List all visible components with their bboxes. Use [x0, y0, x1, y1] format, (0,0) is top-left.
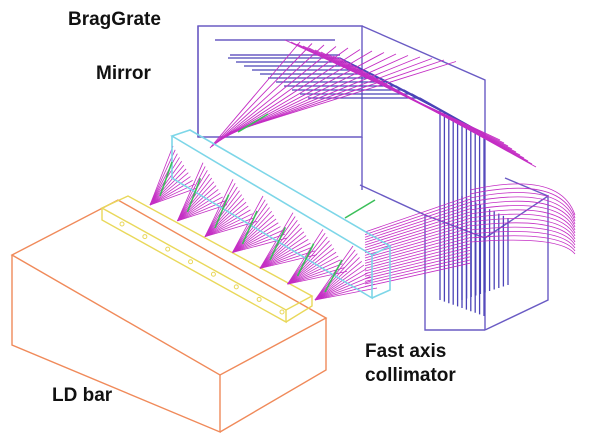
emitter-dot: [166, 247, 170, 251]
grating-plate: [260, 74, 458, 306]
emitter-strip: [102, 196, 312, 322]
emitter-dot: [257, 297, 261, 301]
mirror-label: Mirror: [96, 62, 151, 86]
feedback-ray: [213, 45, 324, 146]
output-ray-curve: [470, 240, 575, 254]
fast-axis-label-line2: collimator: [365, 364, 456, 388]
beamlet-ray: [315, 250, 355, 300]
feedback-ray: [230, 62, 457, 133]
feedback-ray: [339, 58, 536, 167]
beamlets: [150, 146, 377, 300]
fast-axis-label-line1: Fast axis: [365, 340, 456, 364]
beamlet-ray: [150, 173, 188, 205]
emitter-dot: [211, 272, 215, 276]
emitter-dot: [280, 310, 284, 314]
output-ray: [365, 231, 470, 260]
beamlet-ray: [315, 257, 360, 300]
output-beam-fan: [365, 184, 575, 287]
output-ray: [365, 238, 470, 266]
ld-bar-label: LD bar: [52, 384, 112, 408]
emitter-dot: [120, 222, 124, 226]
fast-axis-collimator-lens: [172, 130, 390, 298]
emitter-dot: [189, 260, 193, 264]
fast-axis-collimator-label: Fast axis collimator: [365, 340, 456, 388]
beamlet-ray: [150, 161, 182, 205]
feedback-rays: [210, 40, 536, 167]
output-ray: [365, 234, 470, 263]
bragg-grating-label: BragGrate: [68, 8, 161, 32]
emitter-dot: [143, 235, 147, 239]
output-ray-curve: [470, 231, 575, 248]
beamlet-ray: [233, 200, 266, 253]
emitter-dot: [234, 285, 238, 289]
green-ray: [345, 200, 375, 218]
